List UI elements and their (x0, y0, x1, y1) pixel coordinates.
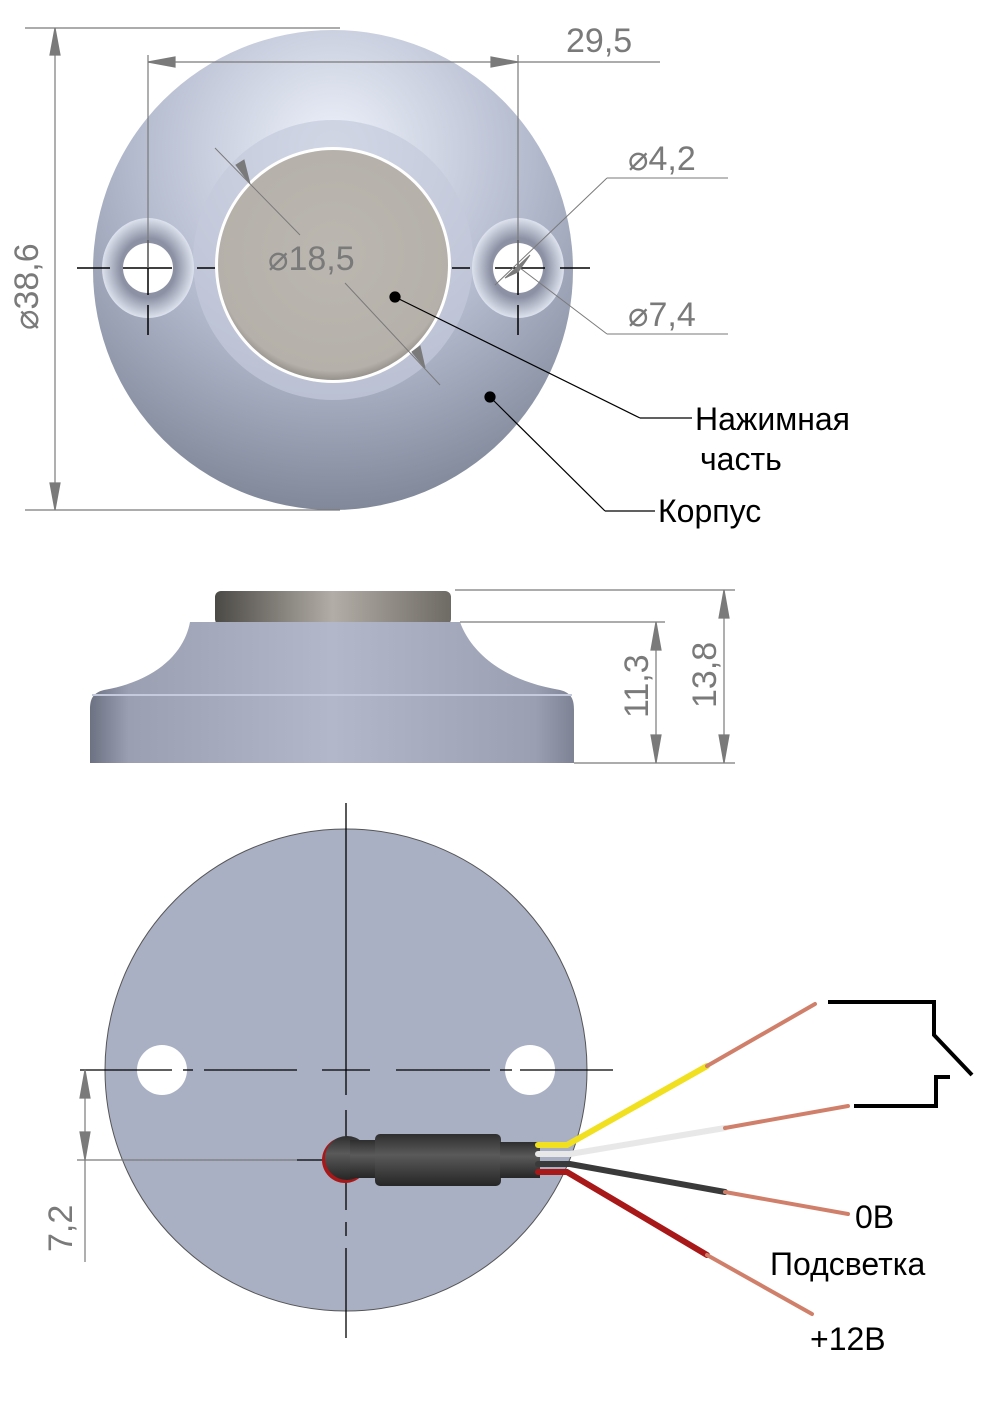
dim-label-button: ⌀18,5 (268, 240, 355, 278)
label-plus-12v: +12В (810, 1321, 886, 1357)
dim-label-overall: ⌀38,6 (8, 243, 46, 330)
dim-label-hole-outer: ⌀7,4 (628, 296, 696, 334)
bottom-view: 7,2 0В П (42, 803, 974, 1357)
top-view: ⌀38,6 29,5 ⌀18,5 ⌀4,2 ⌀7,4 (8, 22, 850, 529)
dim-label-hole-inner: ⌀4,2 (628, 140, 696, 178)
dim-label-cable-offset: 7,2 (42, 1205, 80, 1252)
wire-yellow (535, 1002, 817, 1148)
dim-label-total-height: 13,8 (686, 642, 724, 708)
dim-hole-spacing (147, 55, 660, 268)
dim-label-body-height: 11,3 (618, 654, 656, 718)
side-view: 11,3 13,8 (90, 589, 735, 764)
side-button-cap (215, 591, 451, 625)
label-backlight: Подсветка (770, 1246, 926, 1282)
side-body (90, 622, 574, 763)
label-zero-volt: 0В (855, 1199, 894, 1235)
cable-gland (322, 1134, 540, 1186)
dim-label-spacing: 29,5 (566, 22, 632, 60)
dim-hole-diameters (494, 177, 728, 335)
wire-white (535, 1104, 850, 1157)
callout-leaders (389, 291, 692, 512)
dim-cable-offset (77, 1069, 297, 1262)
dim-side (455, 589, 735, 764)
switch-symbol (828, 1000, 974, 1108)
callout-button-line1: Нажимная (695, 401, 850, 437)
wire-black (535, 1161, 850, 1216)
callout-body: Корпус (658, 493, 761, 529)
dim-overall-diameter (25, 27, 340, 511)
dim-button-diameter (214, 147, 441, 386)
callout-button-line2: часть (700, 441, 782, 477)
wire-red (535, 1169, 814, 1316)
